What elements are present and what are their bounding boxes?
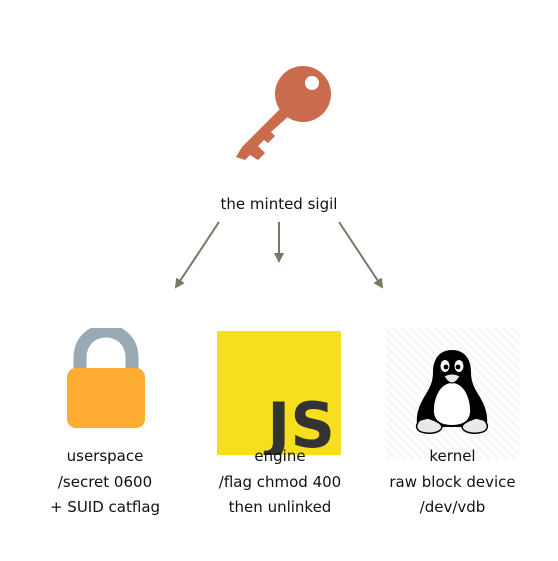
- userspace-caption: userspace /secret 0600 + SUID catflag: [30, 444, 180, 521]
- padlock-icon: [67, 328, 145, 428]
- caption-line: + SUID catflag: [49, 498, 161, 516]
- caption-line: then unlinked: [228, 498, 332, 516]
- engine-caption: engine /flag chmod 400 then unlinked: [195, 444, 365, 521]
- arrow-to-kernel: [338, 221, 384, 289]
- caption-line: /secret 0600: [57, 472, 153, 491]
- kernel-caption: kernel raw block device /dev/vdb: [370, 444, 535, 521]
- arrow-to-userspace: [174, 221, 220, 289]
- caption-line: kernel: [429, 447, 476, 465]
- caption-line: /dev/vdb: [419, 498, 486, 516]
- key-icon: [236, 66, 331, 160]
- caption-line: engine: [254, 447, 306, 465]
- tux-tile: [386, 328, 519, 459]
- javascript-logo-icon: JS: [217, 331, 341, 462]
- root-label: the minted sigil: [220, 195, 338, 213]
- js-logo-text: JS: [263, 389, 335, 455]
- caption-line: userspace: [66, 447, 144, 465]
- caption-line: raw block device: [389, 472, 516, 491]
- js-logo-svg: JS: [263, 389, 335, 462]
- caption-line: /flag chmod 400: [218, 472, 342, 491]
- tux-penguin-icon: [415, 350, 489, 434]
